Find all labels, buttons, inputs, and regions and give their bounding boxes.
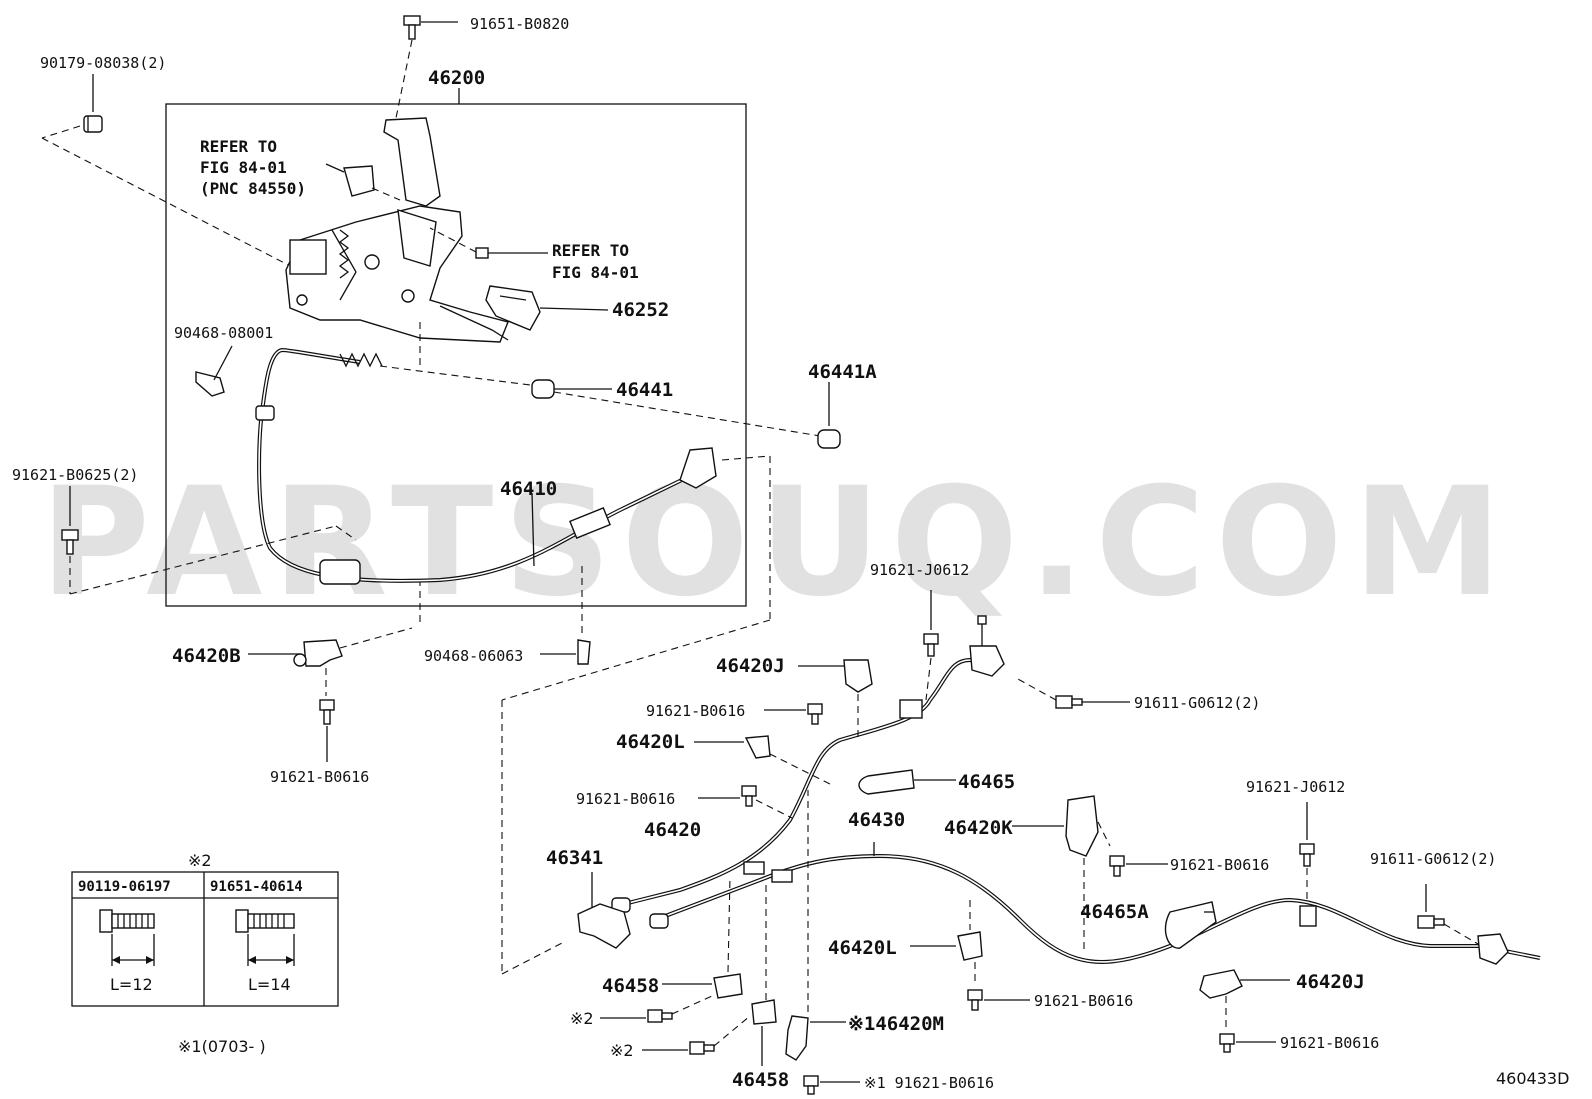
label-91621-b0616-d: 91621-B0616 xyxy=(1170,856,1269,874)
label-46420l-a: 46420L xyxy=(616,731,685,753)
bolt-length-table: ※2 90119-06197 91651-40614 L=12 L=14 xyxy=(71,851,339,1007)
bolt-91621-b0625-icon xyxy=(61,529,79,555)
label-46458-a: 46458 xyxy=(602,975,659,997)
label-refer2-line2: FIG 84-01 xyxy=(552,263,639,282)
label-46441a: 46441A xyxy=(808,361,877,383)
label-46465a: 46465A xyxy=(1080,901,1149,923)
label-refer1-line3: (PNC 84550) xyxy=(200,179,306,198)
label-90179-08038: 90179-08038(2) xyxy=(40,54,166,72)
cable-46410-icon xyxy=(255,347,717,585)
label-mark2-b: ※2 xyxy=(610,1041,634,1060)
screw-91651-b0820-icon xyxy=(403,15,421,40)
bolt-91621-j0612-b-icon xyxy=(1299,843,1315,867)
label-46420l-b: 46420L xyxy=(828,937,897,959)
label-91621-b0616-f: 91621-B0616 xyxy=(1280,1034,1379,1052)
label-91621-b0616-a: 91621-B0616 xyxy=(270,768,369,786)
label-91611-g0612-a: 91611-G0612(2) xyxy=(1134,694,1260,712)
table-mark: ※2 xyxy=(188,851,212,870)
label-refer2-line1: REFER TO xyxy=(552,241,629,260)
label-90468-08001: 90468-08001 xyxy=(174,324,273,342)
label-46420: 46420 xyxy=(644,819,701,841)
bolt-91611-g0612-b-icon xyxy=(1417,915,1445,929)
clamp-46458-b-icon xyxy=(751,999,777,1025)
bolt-refer-fig-icon xyxy=(475,247,489,259)
bolt-91611-g0612-a-icon xyxy=(1055,695,1083,709)
label-91621-b0625: 91621-B0625(2) xyxy=(12,466,138,484)
cable-46430-icon xyxy=(649,853,1541,965)
diagram-reference-number: 460433D xyxy=(1496,1069,1569,1088)
watermark-text: PARTSOUQ.COM xyxy=(40,456,1512,630)
label-46458-b: 46458 xyxy=(732,1069,789,1091)
label-46341: 46341 xyxy=(546,847,603,869)
label-46430: 46430 xyxy=(848,809,905,831)
bolt-91621-b0616-c-icon xyxy=(741,785,757,807)
clip-90468-06063-icon xyxy=(577,639,591,665)
pedal-pad-46252-icon xyxy=(485,285,541,331)
label-46420k: 46420K xyxy=(944,817,1013,839)
bolt-91621-b0616-d-icon xyxy=(1109,855,1125,877)
bolt-mark2-a-icon xyxy=(647,1009,673,1023)
label-mark2-a: ※2 xyxy=(570,1009,594,1028)
label-91621-j0612-b: 91621-J0612 xyxy=(1246,778,1345,796)
bolt-mark1-91621-b0616-icon xyxy=(803,1075,819,1095)
clip-90468-08001-icon xyxy=(195,371,225,397)
label-91621-b0616-c: 91621-B0616 xyxy=(576,790,675,808)
label-91621-b0616-b: 91621-B0616 xyxy=(646,702,745,720)
boot-46465a-icon xyxy=(1164,901,1217,949)
bracket-46420k-icon xyxy=(1065,795,1099,857)
grommet-46441-icon xyxy=(531,379,555,399)
bolt-91621-b0616-left-icon xyxy=(319,699,335,725)
bracket-46341-icon xyxy=(577,903,631,949)
bolt-91621-j0612-a-icon xyxy=(923,633,939,657)
clamp-46458-a-icon xyxy=(713,973,743,999)
assembly-46200-frame xyxy=(165,103,747,607)
footnote-mark1: ※1(0703- ) xyxy=(178,1037,266,1056)
label-46252: 46252 xyxy=(612,299,669,321)
label-91621-b0616-e: 91621-B0616 xyxy=(1034,992,1133,1010)
label-91621-j0612-a: 91621-J0612 xyxy=(870,561,969,579)
boot-46465-icon xyxy=(858,769,915,795)
stop-lamp-switch-icon xyxy=(343,165,375,197)
label-91611-g0612-b: 91611-G0612(2) xyxy=(1370,850,1496,868)
table-col2-part: 91651-40614 xyxy=(210,879,303,895)
bolt-mark2-b-icon xyxy=(689,1041,715,1055)
label-46465: 46465 xyxy=(958,771,1015,793)
label-46420j-b: 46420J xyxy=(1296,971,1365,993)
label-mark1-91621-b0616: ※1 91621-B0616 xyxy=(864,1074,994,1092)
bolt-91621-b0616-e-icon xyxy=(967,989,983,1011)
label-46410: 46410 xyxy=(500,478,557,500)
label-refer1-line1: REFER TO xyxy=(200,137,277,156)
bracket-46420j-b-icon xyxy=(1199,969,1243,999)
bracket-46420j-a-icon xyxy=(843,659,873,693)
bolt-91621-b0616-b-icon xyxy=(807,703,823,725)
label-91651-b0820: 91651-B0820 xyxy=(470,15,569,33)
bracket-46420l-b-icon xyxy=(957,931,983,961)
grommet-46441a-icon xyxy=(817,429,841,449)
label-refer1-line2: FIG 84-01 xyxy=(200,158,287,177)
bolt-90119-06197-icon xyxy=(99,909,155,933)
bolt-91651-40614-icon xyxy=(235,909,295,933)
label-90468-06063: 90468-06063 xyxy=(424,647,523,665)
label-46200: 46200 xyxy=(428,67,485,89)
label-46420j-a: 46420J xyxy=(716,655,785,677)
label-46441: 46441 xyxy=(616,379,673,401)
label-46420m: ※146420M xyxy=(848,1013,944,1035)
nut-90179-08038-icon xyxy=(83,115,103,133)
cable-46420-icon xyxy=(611,615,1005,913)
bracket-46420b-icon xyxy=(293,639,343,667)
bolt-91621-b0616-f-icon xyxy=(1219,1033,1235,1053)
table-len1: L=12 xyxy=(110,975,153,994)
bracket-46420l-a-icon xyxy=(744,735,771,759)
pedal-bracket-assembly-icon xyxy=(285,117,509,343)
table-len2: L=14 xyxy=(248,975,291,994)
label-46420b: 46420B xyxy=(172,645,241,667)
table-col1-part: 90119-06197 xyxy=(78,879,171,895)
clip-46420m-icon xyxy=(785,1015,809,1061)
